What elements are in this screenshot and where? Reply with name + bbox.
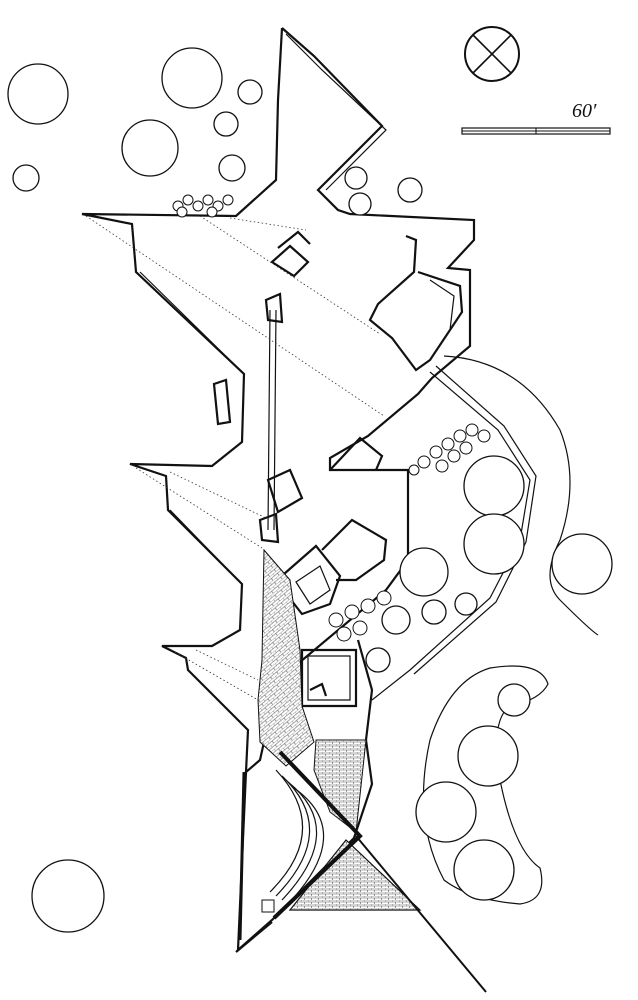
tree-icon: [121, 119, 179, 177]
tree-icon: [421, 599, 447, 625]
auditorium: [238, 750, 363, 941]
tree-icon: [213, 111, 239, 137]
tree-icon: [348, 192, 372, 216]
tree-icon: [551, 533, 613, 595]
tree-icon: [7, 63, 69, 125]
tree-icon: [31, 859, 105, 933]
tree-icon: [218, 154, 246, 182]
tree-icon: [454, 592, 478, 616]
landscape-bed: [422, 665, 549, 905]
north-arrow-icon: [464, 26, 520, 82]
tree-icon: [415, 781, 477, 843]
dotted-projection-lines: [85, 215, 385, 701]
tree-icon: [161, 47, 223, 109]
tree-icon: [381, 605, 411, 635]
trees: [7, 47, 613, 933]
tree-icon: [463, 513, 525, 575]
tree-icon: [365, 647, 391, 673]
corridor-spine: [212, 230, 311, 544]
tree-icon: [12, 164, 40, 192]
scale-bar: [461, 127, 611, 135]
scale-label: 60′: [572, 100, 597, 122]
tree-icon: [397, 177, 423, 203]
pavilion: [300, 648, 358, 708]
paved-courtyard: [257, 548, 422, 911]
shrubs: [172, 194, 491, 642]
tree-icon: [399, 547, 449, 597]
tree-icon: [497, 683, 531, 717]
tree-icon: [463, 455, 525, 517]
tree-icon: [344, 166, 368, 190]
tree-icon: [457, 725, 519, 787]
tree-icon: [453, 839, 515, 901]
tree-icon: [237, 79, 263, 105]
